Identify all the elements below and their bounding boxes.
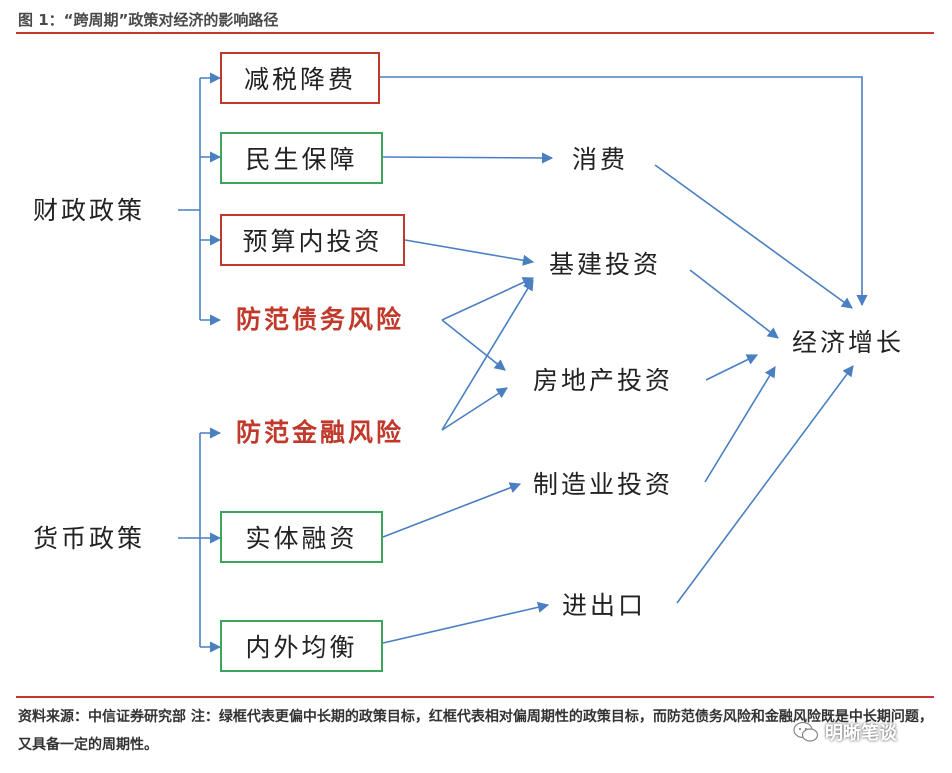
fiscal-bracket: [178, 78, 201, 320]
arrow-trade-growth: [676, 365, 854, 604]
internal-external-balance-box: 内外均衡: [220, 620, 383, 672]
real-financing-box: 实体融资: [220, 511, 383, 563]
real-estate-investment-label: 房地产投资: [533, 366, 674, 395]
figure-title: 图 1：“跨周期”政策对经济的影响路径: [18, 11, 279, 29]
arrow-finrisk-realestate: [441, 387, 508, 431]
arrow-debtrisk-realestate: [441, 319, 506, 371]
financial-risk-label: 防范金融风险: [236, 418, 405, 447]
economic-growth-label: 经济增长: [792, 328, 905, 357]
source-note: 资料来源：中信证券研究部 注：绿框代表更偏中长期的政策目标，红框代表相对偏周期性…: [18, 709, 933, 753]
monetary-bracket: [178, 433, 201, 647]
arrow-realestate-growth: [705, 354, 759, 381]
debt-risk-label: 防范债务风险: [236, 305, 405, 334]
arrow-livelihood-consumption: [382, 152, 554, 164]
arrow-realfin-manufacturing: [382, 482, 522, 538]
tax-cut-box: 减税降费: [220, 52, 380, 104]
import-export-label: 进出口: [562, 591, 647, 620]
livelihood-label: 民生保障: [245, 145, 358, 174]
consumption-label: 消费: [572, 145, 629, 174]
arrow-budget-infra: [404, 239, 535, 266]
wechat-icon: [793, 721, 819, 742]
arrow-balance-trade: [382, 601, 550, 644]
budget-investment-label: 预算内投资: [242, 227, 383, 256]
manufacturing-investment-label: 制造业投资: [533, 470, 674, 499]
infrastructure-investment-label: 基建投资: [549, 250, 662, 279]
arrow-debtrisk-infra: [441, 277, 535, 321]
fiscal-policy-label: 财政政策: [33, 196, 146, 225]
arrow-finrisk-infra: [441, 279, 534, 431]
watermark: 明晰笔谈: [793, 719, 897, 745]
bottom-rule: [16, 696, 934, 698]
top-rule: [16, 32, 934, 34]
arrow-layer: [178, 72, 868, 653]
internal-external-balance-label: 内外均衡: [245, 633, 358, 662]
tax-cut-label: 减税降费: [243, 65, 356, 94]
monetary-policy-label: 货币政策: [33, 524, 146, 553]
real-financing-label: 实体融资: [245, 524, 358, 553]
arrow-taxcut-growth: [380, 76, 868, 307]
livelihood-box: 民生保障: [220, 132, 383, 184]
budget-investment-box: 预算内投资: [220, 214, 405, 266]
watermark-text: 明晰笔谈: [825, 723, 897, 744]
arrow-infra-growth: [689, 269, 779, 339]
arrow-manufacturing-growth: [704, 366, 776, 483]
arrow-consumption-growth: [654, 164, 853, 309]
